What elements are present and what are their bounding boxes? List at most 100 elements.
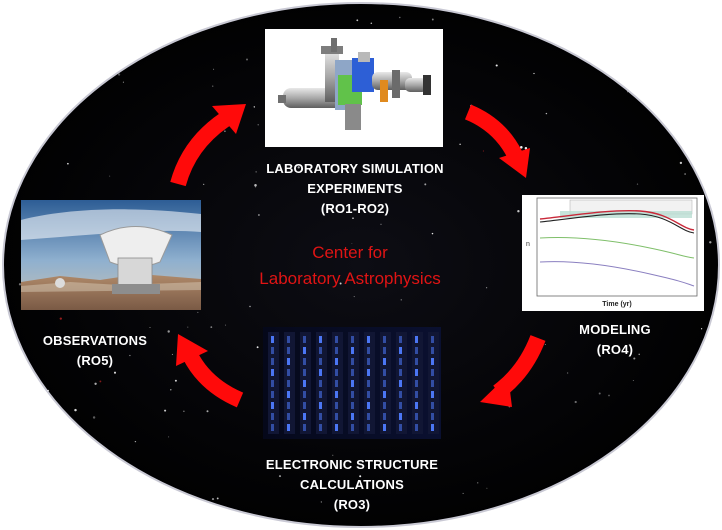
- star: [210, 326, 213, 328]
- server-light: [383, 402, 386, 409]
- server-light: [351, 358, 354, 365]
- star: [545, 112, 548, 115]
- server-light: [415, 391, 418, 398]
- server-light: [399, 369, 402, 376]
- lab-apparatus-image: [265, 29, 443, 147]
- star: [197, 503, 200, 506]
- server-light: [319, 380, 322, 387]
- server-light: [367, 424, 370, 431]
- server-light: [271, 380, 274, 387]
- server-light: [287, 413, 290, 420]
- star: [431, 18, 434, 21]
- star: [5, 168, 7, 170]
- lab-label: LABORATORY SIMULATION EXPERIMENTS (RO1-R…: [250, 159, 460, 219]
- star: [203, 183, 205, 186]
- electronic-label: ELECTRONIC STRUCTURE CALCULATIONS (RO3): [240, 455, 464, 515]
- arrow-modeling-to-electronic: [480, 335, 546, 407]
- star: [164, 409, 167, 412]
- star: [485, 287, 488, 289]
- star: [486, 487, 488, 489]
- server-light: [399, 380, 402, 387]
- star: [92, 416, 96, 419]
- server-light: [399, 336, 402, 343]
- server-light: [335, 391, 338, 398]
- server-light: [303, 391, 306, 398]
- server-light: [383, 336, 386, 343]
- star: [339, 282, 342, 285]
- server-light: [351, 347, 354, 354]
- star: [211, 498, 215, 501]
- server-light: [383, 380, 386, 387]
- star: [332, 454, 334, 456]
- arrow-electronic-to-observations: [176, 334, 244, 408]
- star: [380, 223, 382, 225]
- lab-label-line2: EXPERIMENTS: [307, 181, 403, 196]
- server-light: [287, 380, 290, 387]
- server-light: [399, 413, 402, 420]
- star: [206, 4, 208, 6]
- server-light: [335, 402, 338, 409]
- star: [18, 283, 22, 286]
- server-light: [415, 380, 418, 387]
- star: [517, 210, 520, 213]
- star: [108, 510, 110, 512]
- server-light: [303, 413, 306, 420]
- star: [533, 72, 535, 75]
- server-light: [287, 369, 290, 376]
- server-light: [351, 402, 354, 409]
- server-light: [351, 380, 354, 387]
- server-light: [319, 336, 322, 343]
- star: [225, 324, 227, 326]
- center-title: Center for Laboratory Astrophysics: [200, 240, 500, 292]
- server-light: [415, 369, 418, 376]
- server-light: [383, 369, 386, 376]
- modeling-label-line2: (RO4): [596, 342, 634, 357]
- modeling-label: MODELING (RO4): [560, 320, 670, 360]
- star: [66, 77, 68, 80]
- server-light: [399, 347, 402, 354]
- star: [691, 419, 695, 422]
- star: [255, 171, 257, 173]
- star: [117, 73, 121, 76]
- star: [470, 8, 472, 10]
- star: [356, 19, 359, 22]
- star: [431, 232, 434, 235]
- star: [174, 379, 177, 382]
- server-light: [351, 369, 354, 376]
- server-light: [383, 413, 386, 420]
- server-light: [431, 358, 434, 365]
- server-light: [335, 424, 338, 431]
- modeling-label-line1: MODELING: [579, 322, 651, 337]
- server-light: [319, 391, 322, 398]
- server-light: [367, 369, 370, 376]
- star: [566, 372, 569, 374]
- server-light: [415, 413, 418, 420]
- star: [68, 29, 70, 31]
- star: [278, 475, 282, 478]
- arrow-lab-to-modeling: [464, 104, 530, 178]
- star: [667, 21, 670, 24]
- server-light: [367, 413, 370, 420]
- star: [67, 162, 69, 165]
- server-light: [271, 424, 274, 431]
- star: [598, 392, 601, 395]
- star: [675, 50, 678, 53]
- server-light: [303, 380, 306, 387]
- server-light: [351, 336, 354, 343]
- server-light: [351, 424, 354, 431]
- server-light: [415, 336, 418, 343]
- server-light: [399, 424, 402, 431]
- star: [109, 175, 111, 177]
- server-light: [335, 413, 338, 420]
- server-light: [351, 391, 354, 398]
- star: [99, 380, 102, 383]
- star: [197, 311, 199, 313]
- star: [627, 91, 628, 93]
- observations-label-line2: (RO5): [76, 353, 114, 368]
- star: [119, 53, 121, 56]
- server-light: [271, 347, 274, 354]
- server-light: [383, 424, 386, 431]
- server-light: [271, 402, 274, 409]
- server-light: [271, 391, 274, 398]
- star: [684, 173, 686, 175]
